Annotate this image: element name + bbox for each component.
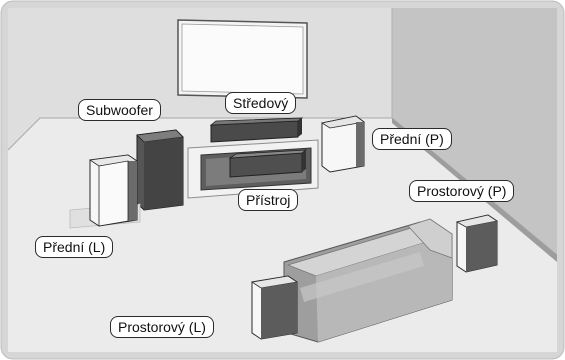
surround-left-speaker (250, 275, 299, 340)
main-unit (228, 149, 308, 178)
label-subwoofer: Subwoofer (78, 99, 161, 121)
label-center: Středový (225, 92, 297, 114)
sofa (283, 218, 453, 343)
label-front-left: Přední (L) (35, 236, 114, 258)
center-speaker (209, 117, 304, 143)
label-front-right: Přední (P) (372, 128, 452, 150)
tv-screen (177, 19, 308, 99)
front-right-speaker (320, 115, 365, 173)
label-surround-right: Prostorový (P) (409, 180, 515, 202)
label-device: Přístroj (238, 189, 299, 211)
subwoofer-speaker (136, 129, 184, 211)
right-wall (392, 8, 557, 255)
surround-right-speaker (455, 214, 499, 273)
label-surround-left: Prostorový (L) (110, 316, 214, 338)
front-left-speaker (69, 154, 141, 229)
